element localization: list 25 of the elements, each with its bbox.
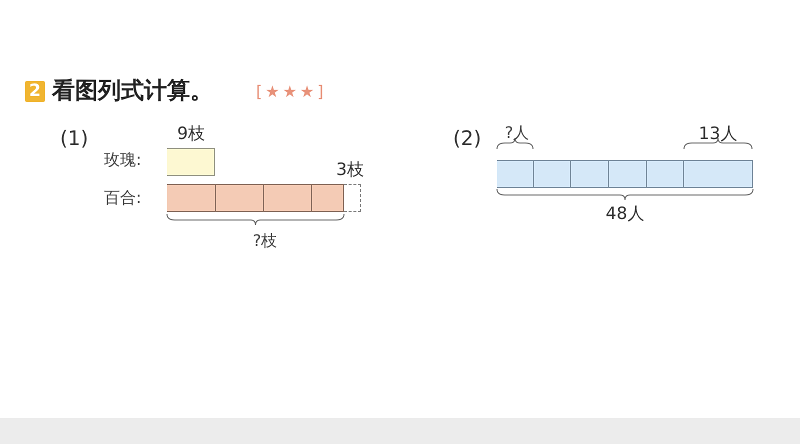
bar-segment bbox=[344, 184, 361, 212]
difficulty-rating: [★★★] bbox=[256, 84, 327, 100]
quantity-label: 3枝 bbox=[336, 162, 364, 179]
quantity-label: ?人 bbox=[504, 125, 530, 141]
bar-segment bbox=[167, 148, 215, 176]
bar-segment bbox=[167, 184, 216, 212]
quantity-label: 48人 bbox=[606, 206, 644, 223]
bar-segment bbox=[571, 160, 609, 188]
part-number: (2) bbox=[453, 128, 482, 148]
bar-segment bbox=[264, 184, 312, 212]
bar-segment bbox=[497, 160, 534, 188]
exercise-title: 看图列式计算。 bbox=[52, 80, 213, 103]
row-label: 百合: bbox=[104, 190, 142, 206]
bar-segment bbox=[684, 160, 753, 188]
row-label: 玫瑰: bbox=[104, 152, 142, 168]
bar-segment bbox=[312, 184, 344, 212]
quantity-label: ?枝 bbox=[252, 233, 278, 249]
bar-segment bbox=[609, 160, 647, 188]
question-number: 2 bbox=[25, 81, 45, 102]
quantity-label: 13人 bbox=[698, 126, 738, 143]
part-number: (1) bbox=[60, 128, 88, 148]
bar-segment bbox=[534, 160, 571, 188]
bar-segment bbox=[216, 184, 264, 212]
quantity-label: 9枝 bbox=[177, 126, 205, 143]
bar-segment bbox=[647, 160, 684, 188]
